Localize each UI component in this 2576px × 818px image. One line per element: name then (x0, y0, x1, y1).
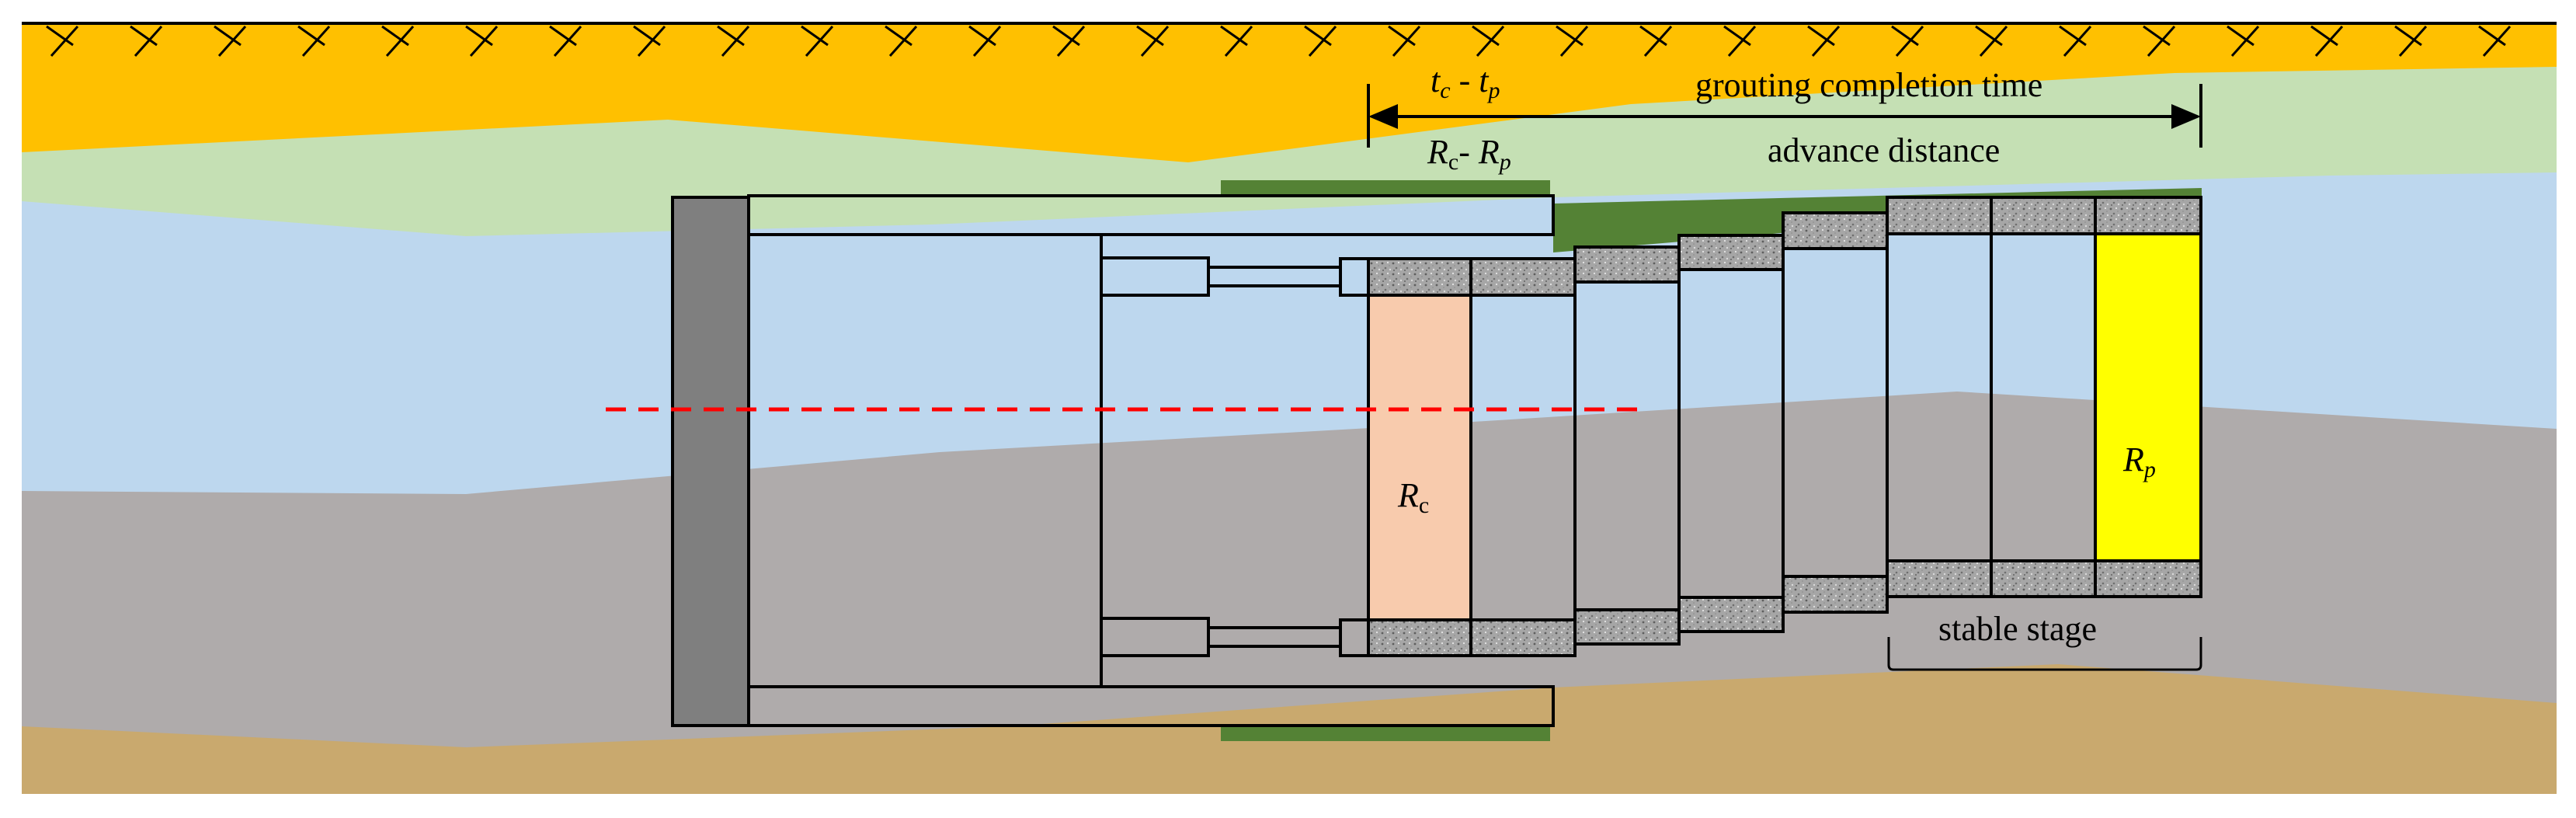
hatch-mark (381, 25, 415, 57)
rp-ring-label: Rp (2122, 440, 2156, 482)
cutter-head (671, 196, 750, 727)
hatch-mark (2394, 25, 2428, 57)
shield-machine (671, 194, 1555, 727)
hatch-mark (46, 25, 79, 57)
hatch-mark (2227, 25, 2260, 57)
hatch-mark (1639, 25, 1673, 57)
ring-2-top-segment (1469, 257, 1577, 297)
ground-strata (22, 22, 2557, 794)
hatch-mark (2310, 25, 2344, 57)
hatch-mark (1807, 25, 1841, 57)
top-jack-shoe (1339, 257, 1370, 297)
hatch-mark (1052, 25, 1086, 57)
hatch-mark (885, 25, 918, 57)
ring-7-bottom-segment (1990, 559, 2097, 598)
hatch-mark (1136, 25, 1170, 57)
grouting-completion-time-label: grouting completion time (1695, 66, 2042, 104)
grout-over-shield-bottom (1221, 726, 1550, 741)
hatch-mark (801, 25, 834, 57)
hatch-mark (633, 25, 666, 57)
hatch-mark (1388, 25, 1421, 57)
hatch-mark (1472, 25, 1505, 57)
labels: tc - tp grouting completion time Rc- Rp … (1397, 61, 2156, 648)
arrow-right-head (2171, 104, 2201, 129)
hatch-mark (1220, 25, 1253, 57)
hatch-mark (717, 25, 750, 57)
dimension-annotation (1367, 84, 2202, 148)
hatch-mark (1975, 25, 2008, 57)
surface-soil-layer (22, 23, 2557, 162)
hatch-mark (297, 25, 331, 57)
ring-3-top-segment (1573, 245, 1681, 284)
rc-ring (1367, 294, 1472, 621)
hatch-mark (1556, 25, 1589, 57)
rc-ring-label: Rc (1397, 476, 1429, 518)
ring-6-bottom-segment (1886, 559, 1993, 598)
stable-stage-brace (1887, 637, 2202, 671)
ring-7-top-segment (1990, 196, 2097, 235)
ring-1-top-segment (1367, 257, 1472, 297)
gray-soil-layer (22, 388, 2557, 747)
ring-3-bottom-segment (1573, 608, 1681, 646)
hatch-mark (549, 25, 582, 57)
lining-rings (1367, 196, 2202, 657)
green-soil-layer (22, 64, 2557, 236)
ring-5-bottom-segment (1782, 575, 1889, 614)
ring-8-top-segment (2094, 196, 2202, 235)
grout-over-shield-top (1221, 180, 1550, 196)
ring-8-bottom-segment (2094, 559, 2202, 598)
hatch-mark (1723, 25, 1757, 57)
hatch-mark (968, 25, 1002, 57)
ground-hatching (46, 25, 2512, 57)
bottom-jack-shoe (1339, 618, 1370, 657)
hatch-mark (2143, 25, 2176, 57)
ring-4-top-segment (1677, 234, 1785, 271)
stable-stage-label: stable stage (1938, 610, 2097, 648)
hatch-mark (2478, 25, 2512, 57)
ring-2-bottom-segment (1469, 618, 1577, 657)
hatch-mark (214, 25, 247, 57)
advance-distance-label: advance distance (1768, 131, 2000, 169)
hatch-mark (2059, 25, 2092, 57)
ring-1-bottom-segment (1367, 618, 1472, 657)
arrow-left-head (1368, 104, 1398, 129)
hatch-mark (1891, 25, 1924, 57)
ring-6-top-segment (1886, 196, 1993, 235)
ring-4-bottom-segment (1677, 596, 1785, 633)
rp-ring (2094, 232, 2202, 562)
ring-5-top-segment (1782, 211, 1889, 250)
hatch-mark (1304, 25, 1337, 57)
hatch-mark (130, 25, 163, 57)
hatch-mark (465, 25, 499, 57)
tc-minus-tp-label: tc - tp (1431, 61, 1500, 103)
blue-soil-layer (22, 169, 2557, 494)
rc-minus-rp-label: Rc- Rp (1427, 133, 1511, 175)
